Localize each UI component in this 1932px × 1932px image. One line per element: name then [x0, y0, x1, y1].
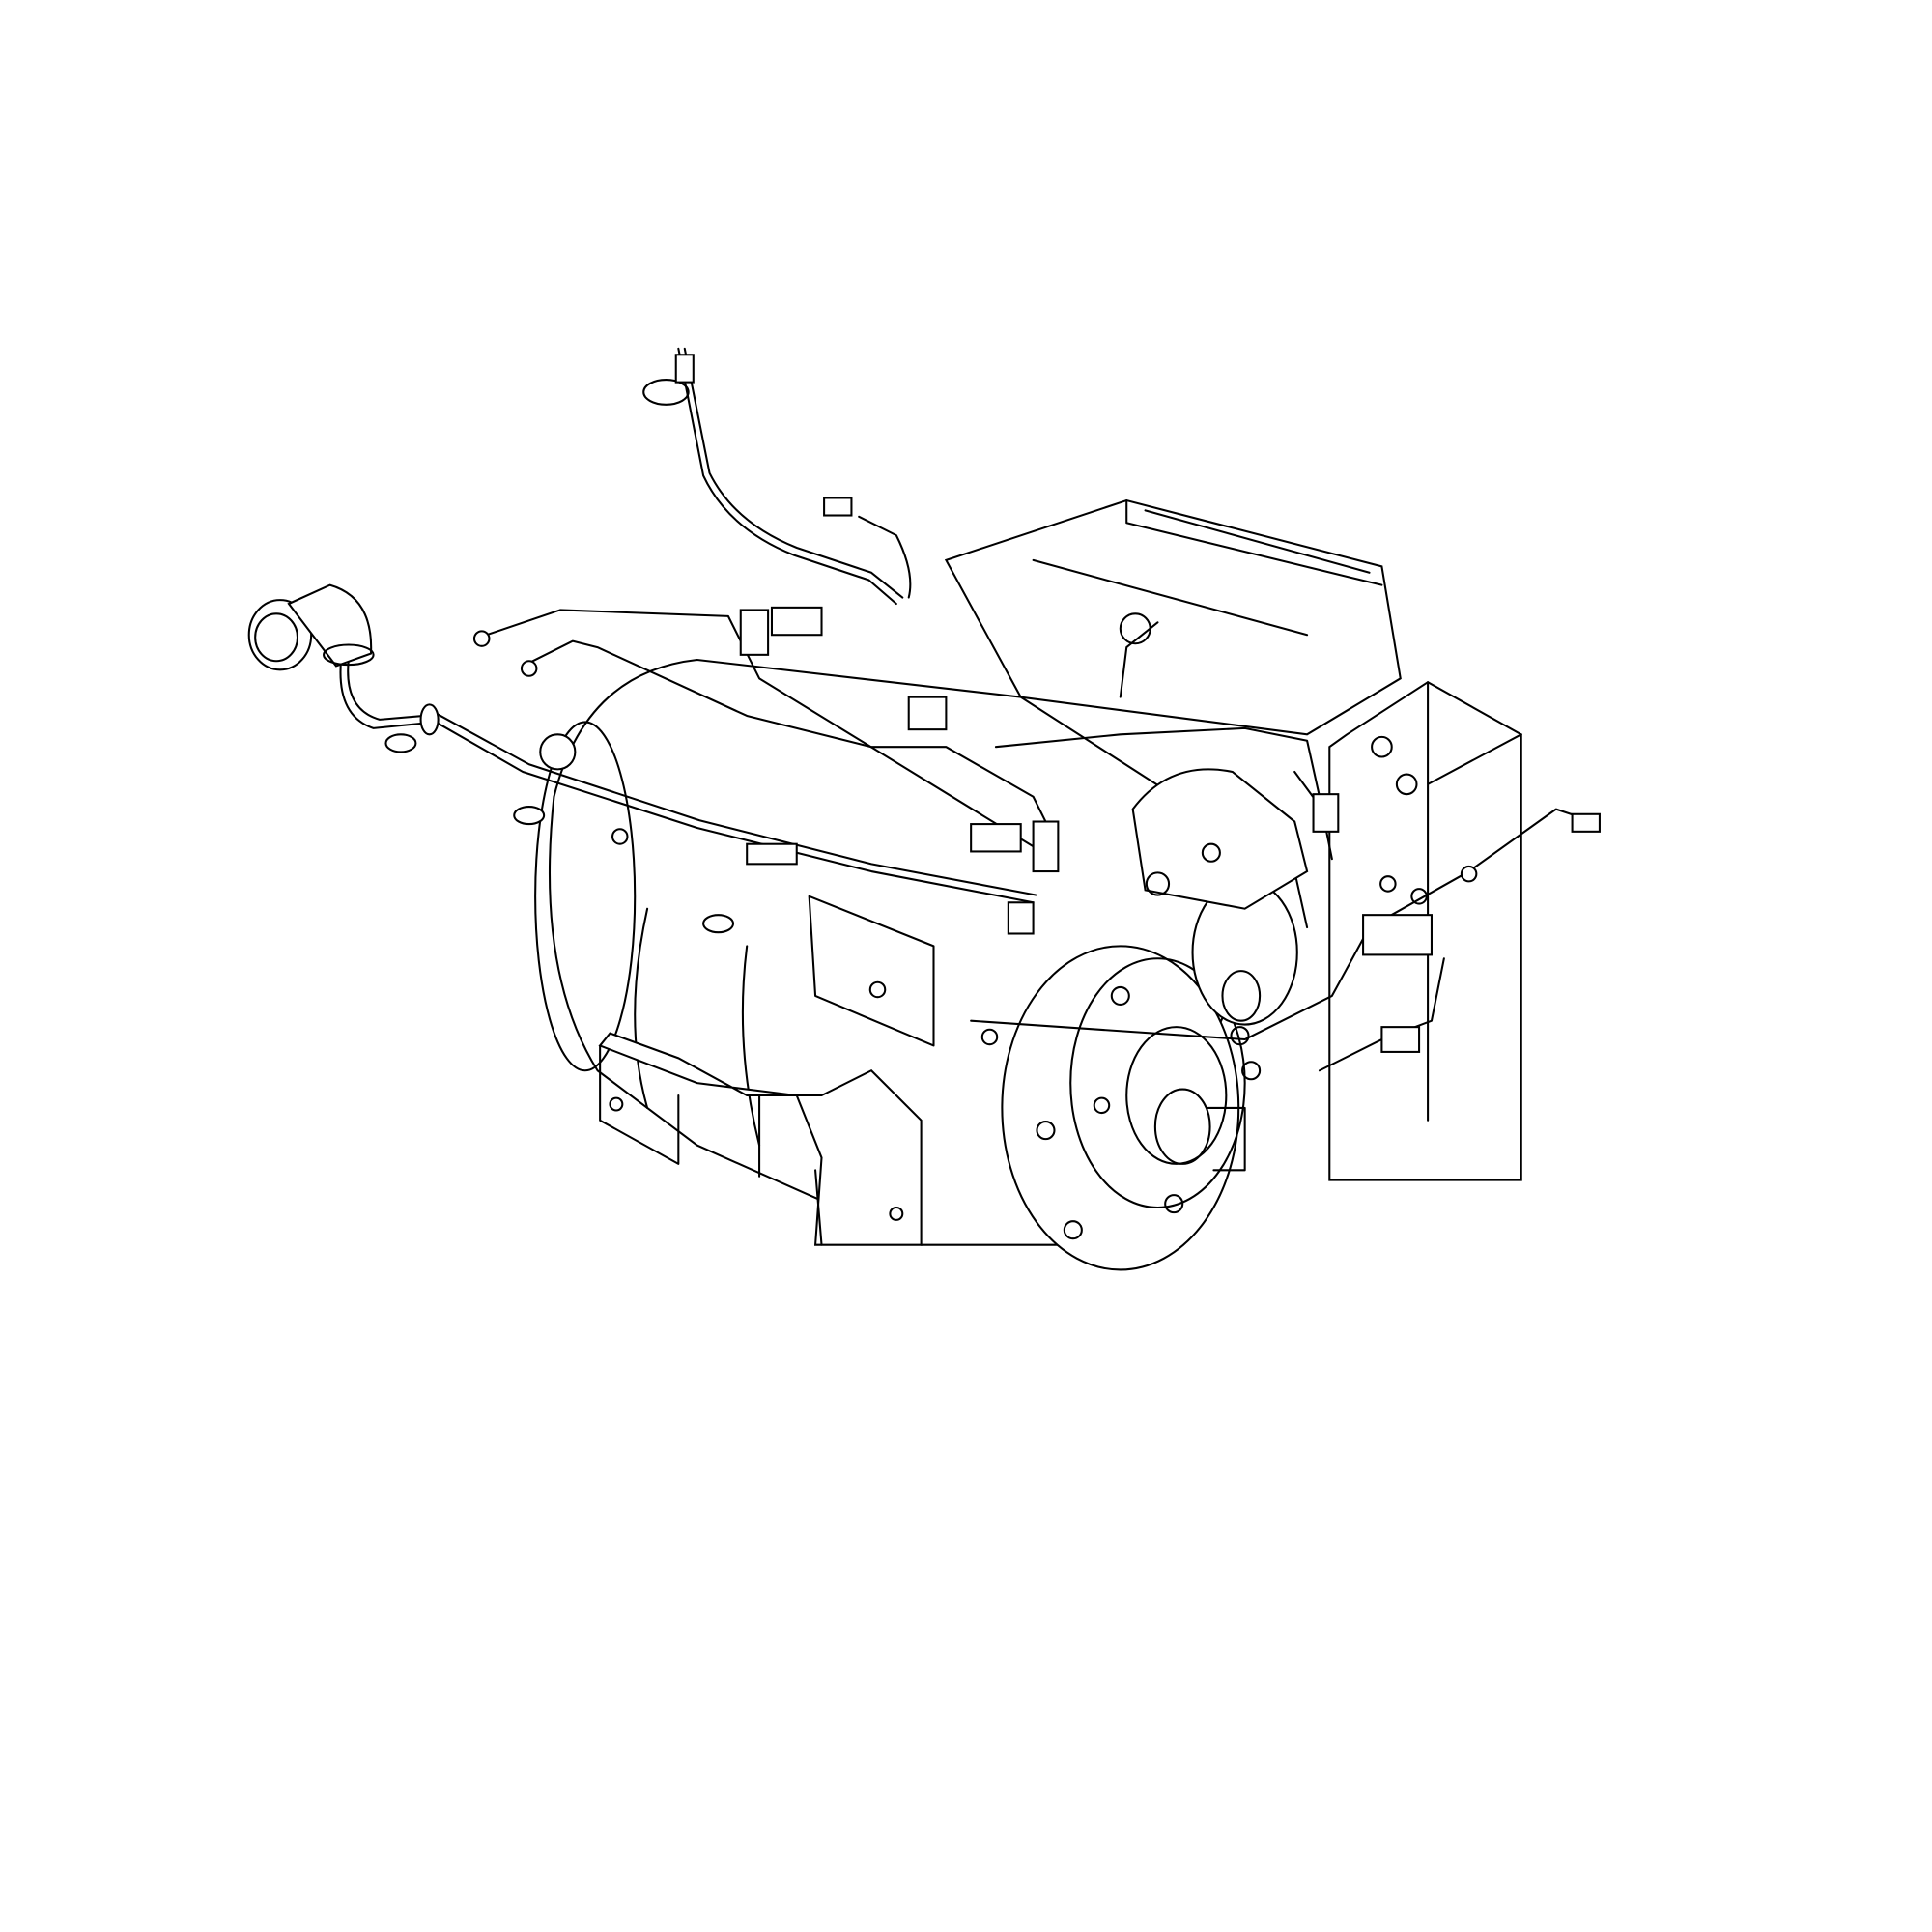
circular-connector	[247, 583, 375, 671]
pump-cover	[1131, 768, 1309, 910]
connector-top	[642, 354, 695, 406]
harness-clips	[384, 703, 1478, 1046]
connector-right	[1571, 812, 1601, 833]
connector-mid	[823, 497, 853, 517]
hose-fittings	[472, 606, 1433, 1053]
